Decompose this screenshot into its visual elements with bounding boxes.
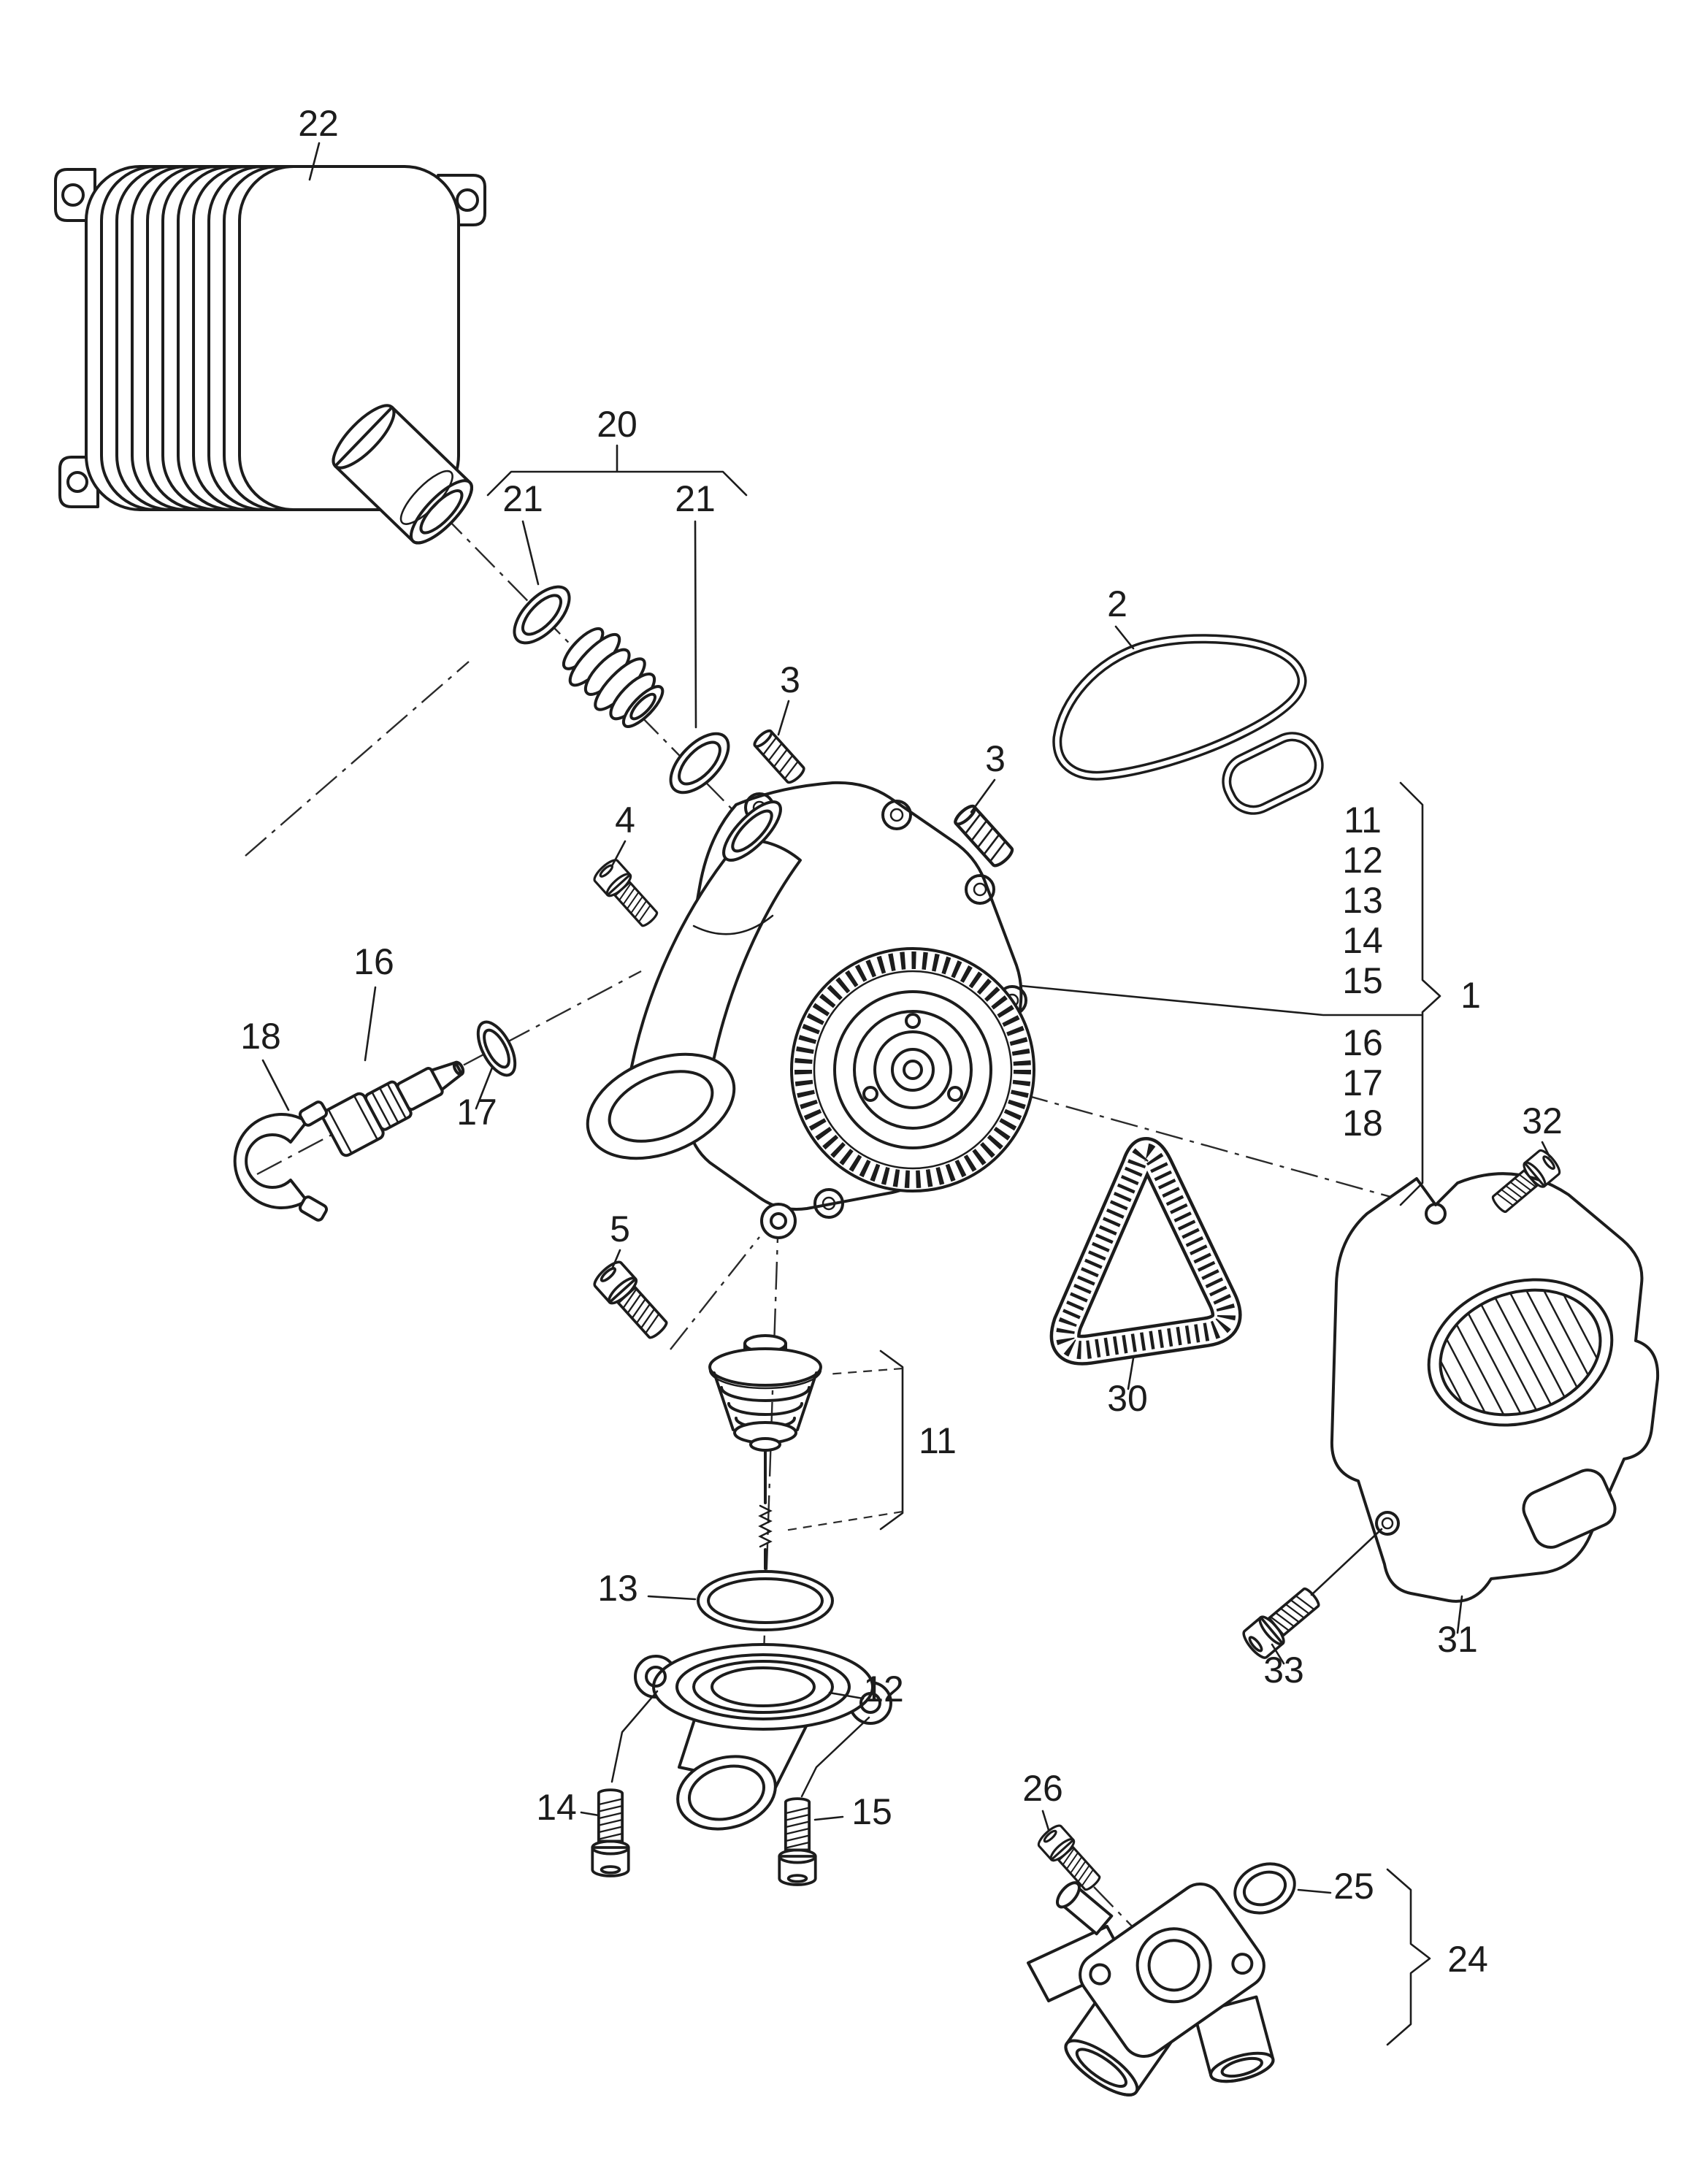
part-label-14: 14 [536, 1787, 577, 1828]
part-20-coupling [562, 627, 665, 728]
callout-item-11: 11 [1344, 800, 1382, 841]
part-number-labels: 22 20 21 21 2 3 3 4 16 18 17 5 11 13 12 … [240, 103, 1563, 1980]
part-22-oil-cooler [54, 165, 486, 545]
part-30-belt [1049, 1137, 1242, 1366]
part-label-12: 12 [863, 1669, 904, 1709]
part-label-3-lower: 3 [985, 738, 1006, 779]
part-label-18: 18 [240, 1016, 281, 1057]
callout-item-16: 16 [1342, 1022, 1383, 1063]
thermostat-callout-bracket [784, 1349, 904, 1532]
callout-item-18: 18 [1342, 1103, 1383, 1144]
part-label-21-right: 21 [675, 478, 716, 519]
oil-cooler-port [332, 404, 473, 545]
pump-coolant-pipe [586, 800, 802, 1160]
part-label-17: 17 [456, 1092, 497, 1133]
callout-list: 11 12 13 14 15 16 17 18 [1342, 800, 1383, 1144]
part-11-thermostat [708, 1334, 822, 1570]
part-13-o-ring [697, 1570, 834, 1631]
callout-item-15: 15 [1342, 960, 1383, 1001]
part-label-16: 16 [353, 941, 394, 982]
leader-lines [261, 142, 1551, 1894]
bracket-group-1 [1019, 781, 1441, 1206]
part-15-bolt [778, 1797, 817, 1886]
part-label-24: 24 [1447, 1939, 1488, 1980]
part-label-13: 13 [597, 1568, 638, 1609]
part-label-1: 1 [1460, 975, 1481, 1016]
bracket-group-24 [1386, 1868, 1431, 2046]
part-label-25: 25 [1333, 1866, 1374, 1907]
callout-item-13: 13 [1342, 880, 1383, 921]
callout-item-14: 14 [1342, 920, 1383, 961]
part-label-15: 15 [851, 1791, 892, 1832]
part-18-clip [233, 1100, 329, 1222]
part-1-water-pump [586, 781, 1035, 1239]
part-2-gasket [1052, 634, 1324, 815]
part-label-4: 4 [615, 800, 635, 841]
part-label-3-upper: 3 [780, 659, 800, 700]
part-label-21-left: 21 [502, 478, 543, 519]
part-24-coolant-union [1027, 1881, 1275, 2097]
part-16-sensor [321, 1060, 465, 1157]
callout-item-12: 12 [1342, 840, 1383, 881]
part-31-cover [1330, 1172, 1660, 1603]
part-14-bolt [591, 1788, 630, 1877]
part-label-32: 32 [1522, 1100, 1563, 1141]
part-25-seal [1233, 1862, 1296, 1915]
part-label-31: 31 [1437, 1619, 1478, 1660]
callout-item-17: 17 [1342, 1062, 1383, 1103]
bolt-33-pointer-line [1310, 1528, 1383, 1596]
part-21-seal-right [669, 732, 730, 794]
part-21-seal-left [513, 585, 571, 645]
part-label-20: 20 [597, 404, 637, 445]
bracket-group-20 [486, 444, 748, 497]
part-label-33: 33 [1263, 1650, 1304, 1691]
pump-pulley [790, 947, 1035, 1192]
part-label-11-bracket: 11 [919, 1420, 957, 1461]
part-label-22: 22 [298, 103, 339, 144]
part-12-flange [610, 1643, 892, 1831]
part-label-2: 2 [1107, 583, 1127, 624]
part-label-30: 30 [1107, 1378, 1148, 1419]
part-17-seal [476, 1020, 517, 1077]
part-label-5: 5 [610, 1209, 630, 1249]
part-label-26: 26 [1022, 1768, 1063, 1809]
